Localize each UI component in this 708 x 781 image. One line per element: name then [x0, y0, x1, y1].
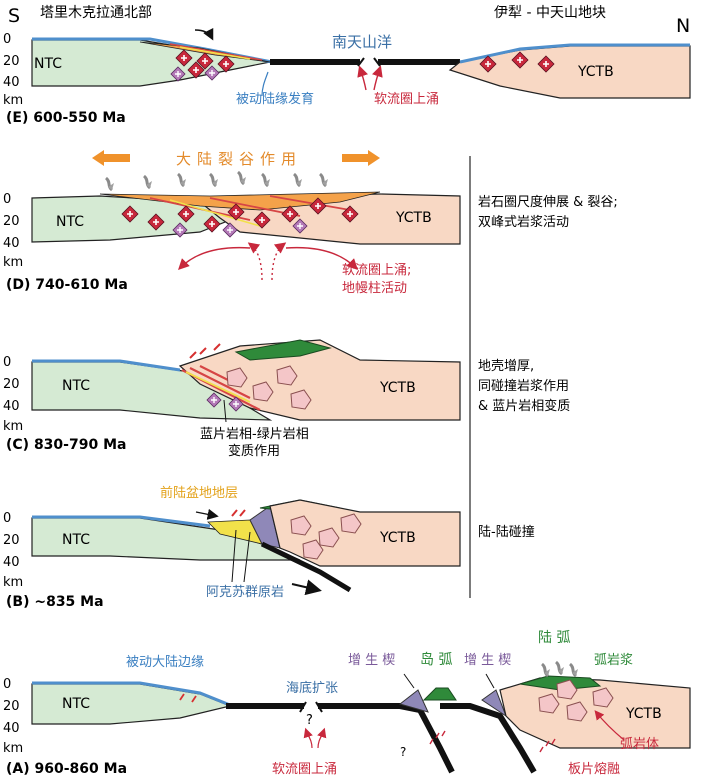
note-d-1: 岩石圈尺度伸展 & 裂谷;: [478, 194, 618, 210]
note-d-2: 双峰式岩浆活动: [478, 215, 569, 230]
d-depth-unit: km: [3, 255, 23, 270]
b-depth-unit: km: [3, 575, 23, 590]
depth-40: 40: [3, 75, 20, 90]
passive-margin-a-label: 被动大陆边缘: [126, 654, 204, 670]
stage-c: (C) 830-790 Ma: [6, 437, 126, 453]
continental-arc-label: 陆 弧: [538, 630, 570, 646]
ntc-label: NTC: [34, 56, 62, 72]
rifting-label: 大陆裂谷作用: [176, 150, 302, 168]
panel-e: 0 20 40 km NTC 南天山洋 被动陆缘发育 软流圈上涌 YCTB (E…: [3, 27, 691, 126]
accretion-right-label: 增 生 楔: [464, 653, 511, 668]
panel-d: 大陆裂谷作用 0 20 40 km NTC YCTB 软流圈上涌; 地幔柱活动 …: [3, 150, 461, 296]
b-depth-40: 40: [3, 555, 20, 570]
yctb-block: [448, 45, 691, 99]
yctb-label-b: YCTB: [379, 530, 416, 546]
d-depth-40: 40: [3, 236, 20, 251]
stage-e: (E) 600-550 Ma: [6, 110, 126, 126]
foreland-label: 前陆盆地地层: [160, 485, 238, 501]
plume-label-2: 地幔柱活动: [342, 281, 407, 296]
south-label: S: [8, 5, 20, 27]
a-depth-20: 20: [3, 699, 20, 714]
ntc-block: [31, 39, 271, 87]
ntc-label-c: NTC: [62, 378, 90, 394]
meta-label-2: 变质作用: [228, 443, 280, 459]
island-arc-label: 岛 弧: [420, 652, 452, 668]
ntc-label-b: NTC: [62, 532, 90, 548]
panel-c: 0 20 40 km NTC YCTB 蓝片岩相-绿片岩相 变质作用 (C) 8…: [3, 339, 461, 459]
stage-a: (A) 960-860 Ma: [6, 761, 127, 777]
ocean-label: 南天山洋: [332, 33, 392, 51]
d-depth-0: 0: [3, 192, 11, 207]
yctb-label: YCTB: [577, 64, 614, 80]
spreading-ridge: [357, 57, 381, 67]
c-depth-unit: km: [3, 419, 23, 434]
ntc-label-a: NTC: [62, 696, 90, 712]
spreading-question: ?: [306, 713, 313, 728]
depth-0: 0: [3, 32, 11, 47]
aksu-label: 阿克苏群原岩: [206, 584, 284, 600]
oceanic-crust-a: [226, 703, 455, 774]
note-c-2: 同碰撞岩浆作用: [478, 379, 569, 394]
north-label: N: [676, 15, 690, 37]
yctb-label-c: YCTB: [379, 380, 416, 396]
passive-margin-label: 被动陆缘发育: [236, 91, 314, 107]
note-c-3: & 蓝片岩相变质: [478, 398, 570, 414]
right-block-title: 伊犁 - 中天山地块: [494, 5, 606, 21]
yctb-label-d: YCTB: [395, 210, 432, 226]
c-depth-0: 0: [3, 355, 11, 370]
stage-d: (D) 740-610 Ma: [6, 277, 128, 293]
subduction-question: ?: [400, 745, 406, 759]
depth-unit: km: [3, 93, 23, 108]
upwelling-a-label: 软流圈上涌: [272, 762, 337, 777]
spreading-label: 海底扩张: [286, 680, 338, 696]
a-depth-40: 40: [3, 721, 20, 736]
panel-a: 被动大陆边缘 0 20 40 km NTC 海底扩张 ? ? 软流圈上涌 增 生…: [3, 630, 691, 777]
b-depth-20: 20: [3, 533, 20, 548]
rift-arrow-right: [342, 150, 380, 166]
a-depth-0: 0: [3, 677, 11, 692]
depth-20: 20: [3, 54, 20, 69]
upwelling-label: 软流圈上涌: [374, 92, 439, 107]
stage-b: (B) ~835 Ma: [6, 594, 104, 610]
left-block-title: 塔里木克拉通北部: [40, 5, 152, 21]
ntc-label-d: NTC: [56, 214, 84, 230]
arc-magma-label: 弧岩浆: [594, 653, 633, 668]
b-depth-0: 0: [3, 511, 11, 526]
panel-b: 前陆盆地地层 0 20 40 km NTC YCTB 阿克苏群原岩 (B) ~8…: [3, 485, 461, 610]
a-depth-unit: km: [3, 741, 23, 756]
plume-label-1: 软流圈上涌;: [342, 263, 411, 278]
d-depth-20: 20: [3, 214, 20, 229]
c-depth-20: 20: [3, 377, 20, 392]
c-depth-40: 40: [3, 399, 20, 414]
accretion-left-label: 增 生 楔: [348, 653, 395, 668]
island-arc-body: [422, 687, 457, 701]
slab-melt-label: 板片熔融: [568, 762, 620, 777]
pluton-label: 弧岩体: [620, 737, 659, 752]
note-c-1: 地壳增厚,: [478, 359, 534, 374]
rift-arrow-left: [92, 150, 130, 166]
meta-label-1: 蓝片岩相-绿片岩相: [200, 427, 309, 442]
note-b: 陆-陆碰撞: [478, 524, 535, 540]
yctb-label-a: YCTB: [625, 706, 662, 722]
